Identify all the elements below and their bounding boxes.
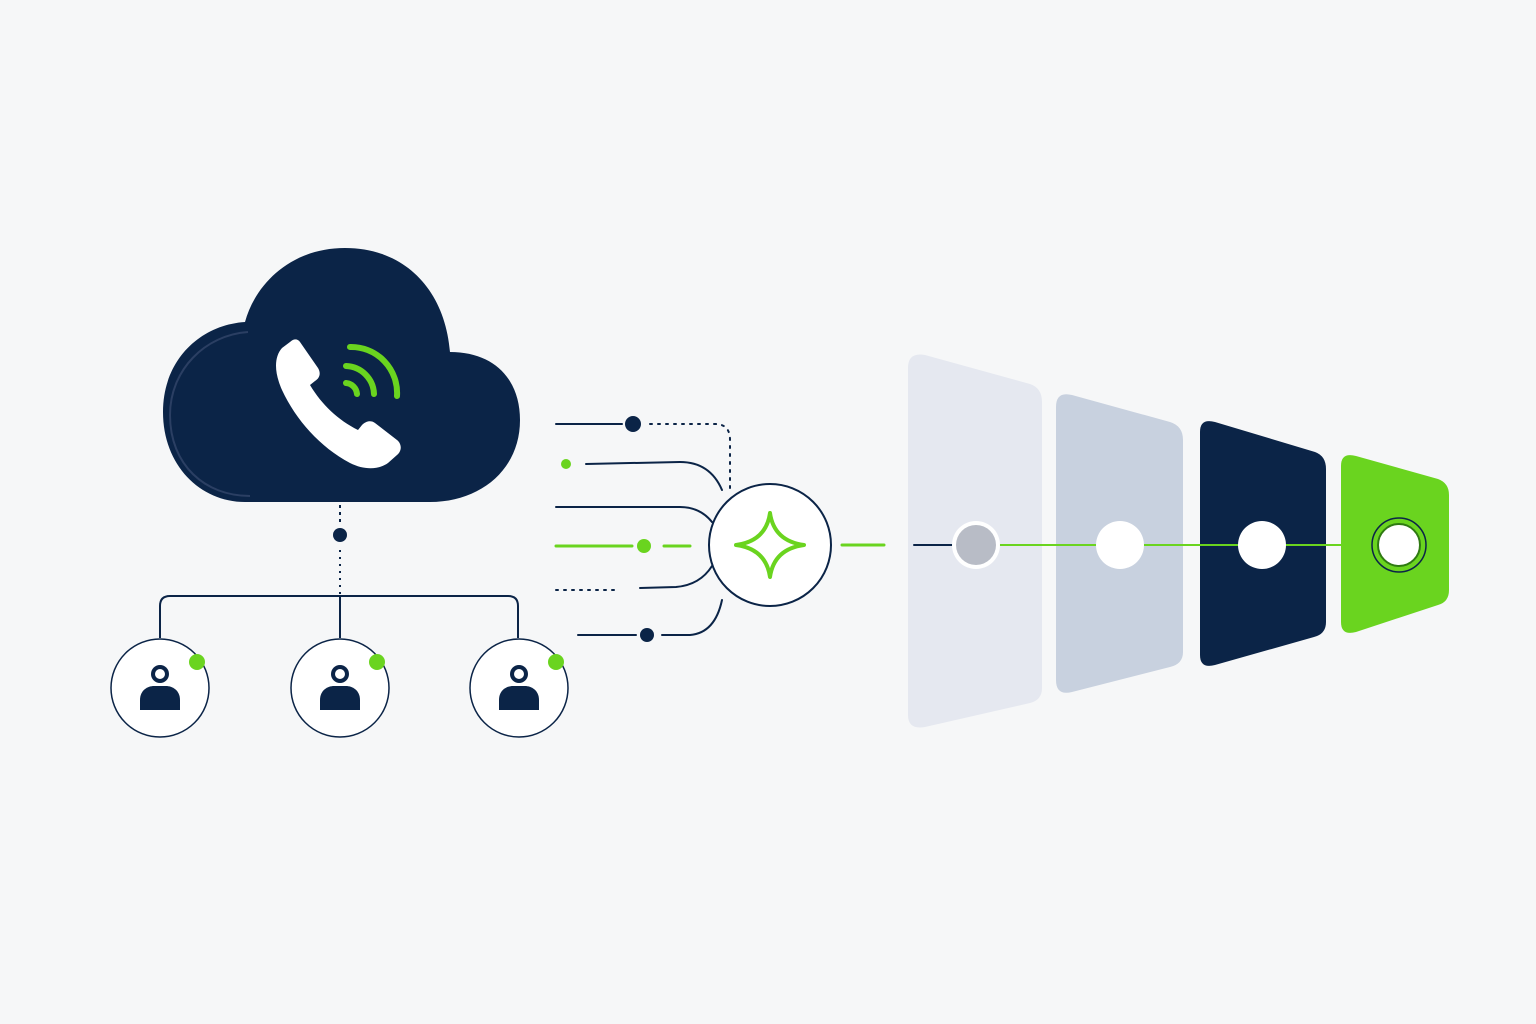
phone-icon	[276, 339, 401, 469]
agent-node[interactable]	[469, 638, 569, 738]
stage-node-3[interactable]	[1238, 521, 1286, 569]
online-status-dot	[548, 654, 564, 670]
online-status-dot	[369, 654, 385, 670]
agent-tree-connector	[159, 505, 519, 638]
stage-node-4[interactable]	[1371, 517, 1427, 573]
stage-node-1[interactable]	[952, 521, 1000, 569]
signal-waves-icon	[343, 343, 401, 399]
agent-node[interactable]	[110, 638, 210, 738]
agent-node[interactable]	[290, 638, 390, 738]
cloud-icon	[163, 248, 520, 502]
user-icon	[320, 665, 360, 710]
stage-node-2[interactable]	[1096, 521, 1144, 569]
routing-hub[interactable]	[708, 483, 832, 607]
online-status-dot	[189, 654, 205, 670]
user-icon	[140, 665, 180, 710]
sparkle-star-icon	[734, 511, 806, 579]
user-icon	[499, 665, 539, 710]
incoming-streams	[554, 416, 731, 642]
